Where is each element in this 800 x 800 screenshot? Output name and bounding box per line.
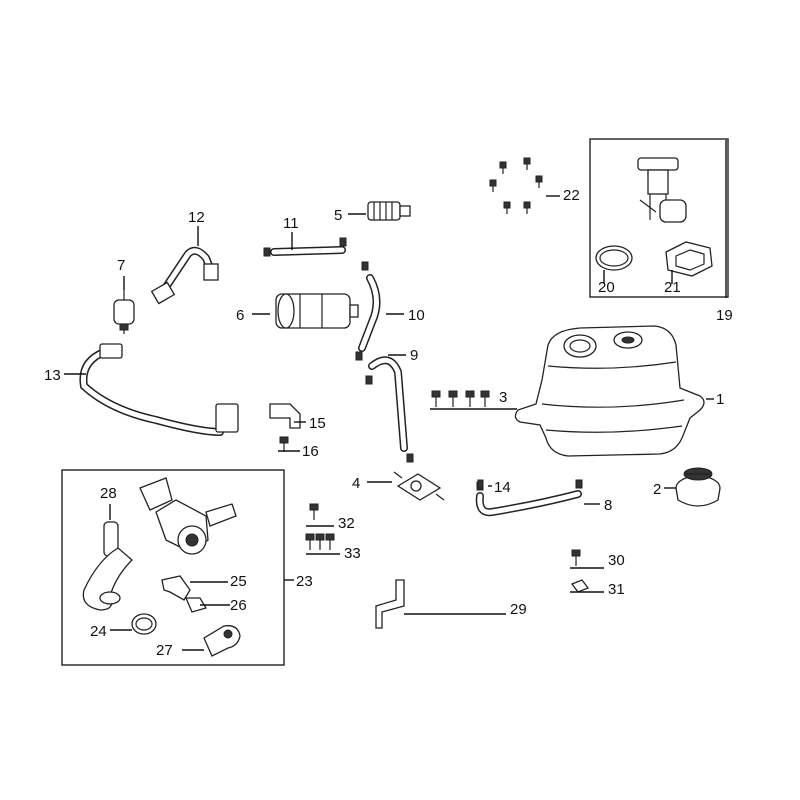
callout-10: 10 — [408, 307, 425, 324]
bolt-32[interactable] — [309, 503, 319, 520]
fuel-cap[interactable] — [675, 467, 721, 507]
callout-12: 12 — [188, 209, 205, 226]
throttle-body-23[interactable] — [139, 477, 237, 555]
leader-lines — [64, 140, 727, 651]
callout-33: 33 — [344, 545, 361, 562]
charcoal-canister[interactable] — [275, 293, 359, 329]
callout-21: 21 — [664, 279, 681, 296]
hose-8[interactable] — [475, 479, 583, 517]
callout-23: 23 — [296, 573, 313, 590]
callout-20: 20 — [598, 279, 615, 296]
bolt-set-3[interactable] — [431, 390, 490, 407]
bracket-29[interactable] — [375, 579, 405, 629]
callout-16: 16 — [302, 443, 319, 460]
hose-13[interactable] — [79, 343, 239, 436]
o-ring-24[interactable] — [131, 613, 157, 635]
callout-6: 6 — [236, 307, 244, 324]
fuel-valve-group-box — [61, 469, 285, 666]
clip-26[interactable] — [185, 597, 207, 613]
clamp-14[interactable] — [477, 479, 484, 489]
callout-7: 7 — [117, 257, 125, 274]
callout-25: 25 — [230, 573, 247, 590]
nut-31[interactable] — [570, 579, 590, 593]
callout-8: 8 — [604, 497, 612, 514]
hose-11[interactable] — [263, 237, 347, 257]
callout-31: 31 — [608, 581, 625, 598]
hose-9[interactable] — [365, 356, 408, 452]
sensor-27[interactable] — [203, 625, 241, 657]
callout-9: 9 — [410, 347, 418, 364]
callout-labels: 1 2 3 4 5 6 7 8 9 10 11 12 13 14 15 16 1… — [44, 187, 733, 659]
callout-19: 19 — [716, 307, 733, 324]
fuel-pump-group-box — [589, 138, 729, 298]
callout-11: 11 — [283, 215, 299, 232]
bolt-30[interactable] — [571, 549, 581, 566]
callout-3: 3 — [499, 389, 507, 406]
callout-22: 22 — [563, 187, 580, 204]
fuel-pump-assembly[interactable] — [637, 157, 687, 223]
bolt-set-33[interactable] — [305, 533, 335, 550]
callout-32: 32 — [338, 515, 355, 532]
callout-1: 1 — [716, 391, 724, 408]
bolt-16[interactable] — [279, 436, 289, 452]
manifold-28[interactable] — [82, 521, 133, 611]
callout-26: 26 — [230, 597, 247, 614]
callout-30: 30 — [608, 552, 625, 569]
fuel-tank[interactable] — [514, 325, 705, 457]
pump-o-ring-20[interactable] — [595, 245, 633, 271]
pump-gasket-21[interactable] — [665, 241, 713, 277]
callout-4: 4 — [352, 475, 360, 492]
callout-28: 28 — [100, 485, 117, 502]
hose-10[interactable] — [355, 261, 381, 361]
callout-14: 14 — [494, 479, 511, 496]
callout-24: 24 — [90, 623, 107, 640]
fuel-filter-5[interactable] — [367, 201, 411, 221]
callout-15: 15 — [309, 415, 326, 432]
callout-5: 5 — [334, 207, 342, 224]
inline-filter[interactable] — [113, 290, 135, 334]
elbow-25[interactable] — [161, 575, 191, 601]
screw-set-22[interactable] — [489, 157, 543, 214]
callout-27: 27 — [156, 642, 173, 659]
callout-29: 29 — [510, 601, 527, 618]
callout-2: 2 — [653, 481, 661, 498]
fuel-valve[interactable] — [393, 453, 445, 501]
hose-12[interactable] — [150, 246, 219, 305]
bracket-15[interactable] — [269, 403, 301, 429]
callout-13: 13 — [44, 367, 61, 384]
